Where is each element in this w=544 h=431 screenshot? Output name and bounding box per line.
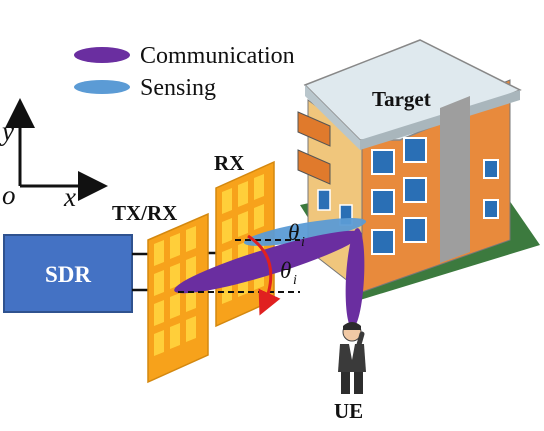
origin-label: o bbox=[2, 180, 16, 210]
person-icon: UE bbox=[334, 322, 366, 423]
theta-symbol: θ bbox=[280, 258, 291, 283]
building-icon: Target bbox=[297, 39, 540, 300]
txrx-antenna-panel: TX/RX bbox=[112, 201, 209, 384]
y-axis-label: y bbox=[0, 116, 14, 146]
rx-label: RX bbox=[214, 151, 244, 175]
sdr-label: SDR bbox=[45, 262, 91, 287]
angle-label-bottom: θ i bbox=[280, 258, 297, 288]
theta-symbol: θ bbox=[288, 220, 299, 245]
communication-reflected-beam bbox=[345, 228, 365, 328]
target-label: Target bbox=[372, 87, 431, 111]
ue-label: UE bbox=[334, 399, 363, 423]
sdr-box: SDR bbox=[3, 234, 133, 313]
theta-subscript: i bbox=[301, 235, 305, 250]
legend-communication-label: Communication bbox=[140, 43, 295, 69]
legend-sensing-swatch bbox=[74, 80, 130, 94]
theta-subscript: i bbox=[293, 273, 297, 288]
coordinate-axes: y x o bbox=[0, 98, 108, 212]
angle-arc bbox=[247, 234, 281, 316]
legend-communication-swatch bbox=[74, 47, 130, 63]
sensing-beam bbox=[243, 218, 367, 246]
angle-label-top: θ i bbox=[288, 220, 305, 250]
x-axis-label: x bbox=[63, 182, 76, 212]
legend: Communication Sensing bbox=[74, 43, 295, 101]
txrx-label: TX/RX bbox=[112, 201, 177, 225]
legend-sensing-label: Sensing bbox=[140, 75, 216, 101]
